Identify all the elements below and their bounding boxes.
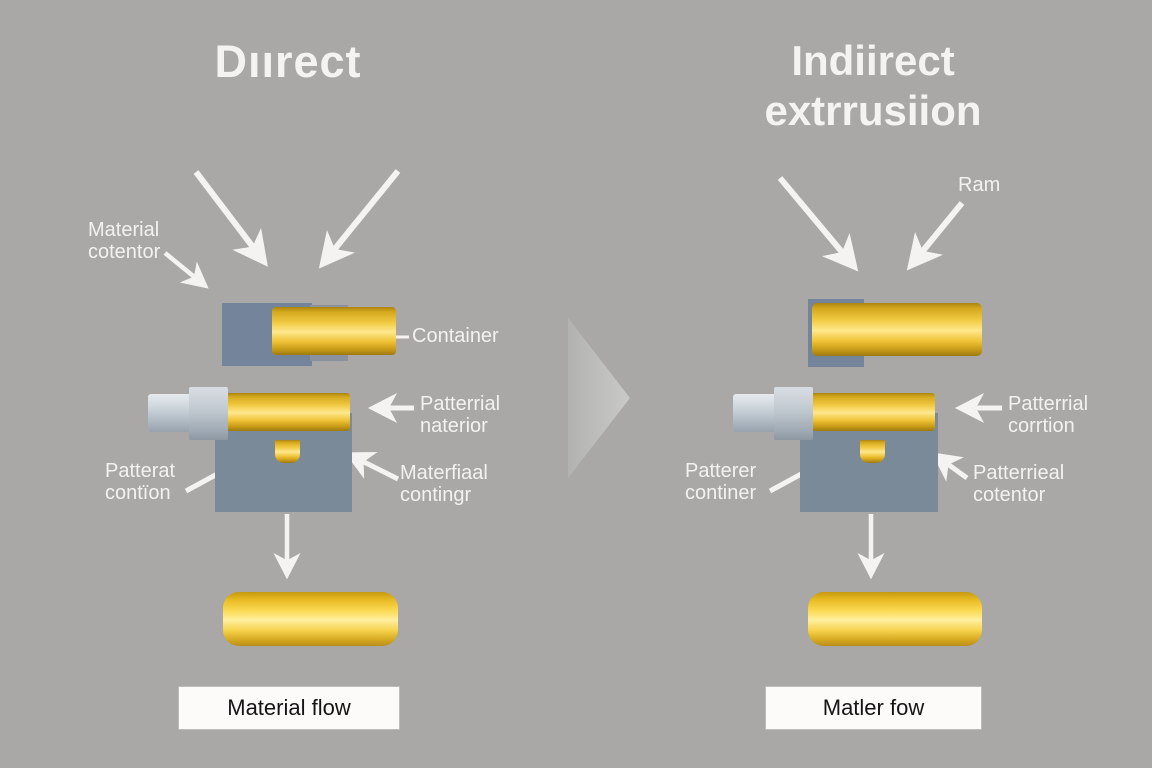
right-die-right-label-line1: Patterrieal (973, 462, 1065, 484)
left-material-container-arrow (163, 251, 209, 289)
right-extruded-product-cylinder (808, 592, 982, 646)
right-material-label: Patterrial corrtion (1008, 393, 1088, 437)
left-top-arrow-2 (318, 169, 401, 269)
right-die-right-label: Patterrieal cotentor (973, 462, 1064, 506)
left-billet-cylinder (223, 393, 350, 431)
left-die-left-label-line2: contïon (105, 482, 171, 504)
left-material-label: Patterrial naterior (420, 393, 500, 437)
left-die-nozzle (275, 440, 300, 463)
left-title: Dıırect (214, 36, 362, 87)
right-die-nozzle (860, 440, 885, 463)
right-material-label-line2: corrtion (1008, 415, 1075, 437)
right-title: Indiirect extrrusiion (700, 36, 1046, 136)
left-material-flow-box: Material flow (178, 686, 400, 730)
right-top-arrow-1 (777, 176, 859, 272)
left-material-label-line1: Patterrial (420, 393, 501, 415)
left-die-left-label-line1: Patterat (105, 460, 176, 482)
left-ram-collar (189, 387, 228, 440)
right-ram-collar (774, 387, 813, 440)
left-material-container-label-line1: Material (88, 219, 160, 241)
right-title-line1: Indiirect (791, 37, 955, 84)
left-material-container-label-line2: cotentor (88, 241, 161, 263)
right-die-right-label-line2: cotentor (973, 484, 1046, 506)
left-die-left-label: Patterat contïon (105, 460, 175, 504)
left-material-container-label: Material cotentor (88, 219, 160, 263)
left-die-right-label-line2: contingr (400, 484, 472, 506)
left-top-billet-cylinder (272, 307, 396, 355)
right-top-billet-cylinder (812, 303, 982, 356)
left-container-label: Container (412, 325, 499, 347)
right-material-flow-box: Matler fow (765, 686, 982, 730)
right-material-flow-text: Matler fow (822, 695, 925, 720)
right-die-left-label-line1: Patterer (685, 460, 757, 482)
left-die-right-label: Materfiaal contingr (400, 462, 488, 506)
right-billet-cylinder (808, 393, 935, 431)
right-ram-label: Ram (958, 174, 1001, 196)
left-top-arrow-1 (193, 170, 268, 267)
right-die-left-label-line2: continer (685, 482, 757, 504)
direction-triangle (568, 318, 630, 478)
right-ram-arrow (906, 201, 965, 271)
right-die-left-label: Patterer continer (685, 460, 756, 504)
left-material-flow-text: Material flow (227, 695, 351, 720)
left-die-right-label-line1: Materfiaal (400, 462, 488, 484)
right-die-right-arrow (931, 452, 969, 482)
left-die-right-arrow (344, 452, 400, 482)
left-extruded-product-cylinder (223, 592, 398, 646)
right-title-line2: extrrusiion (764, 87, 982, 134)
right-material-label-line1: Patterrial (1008, 393, 1089, 415)
left-material-label-line2: naterior (420, 415, 488, 437)
